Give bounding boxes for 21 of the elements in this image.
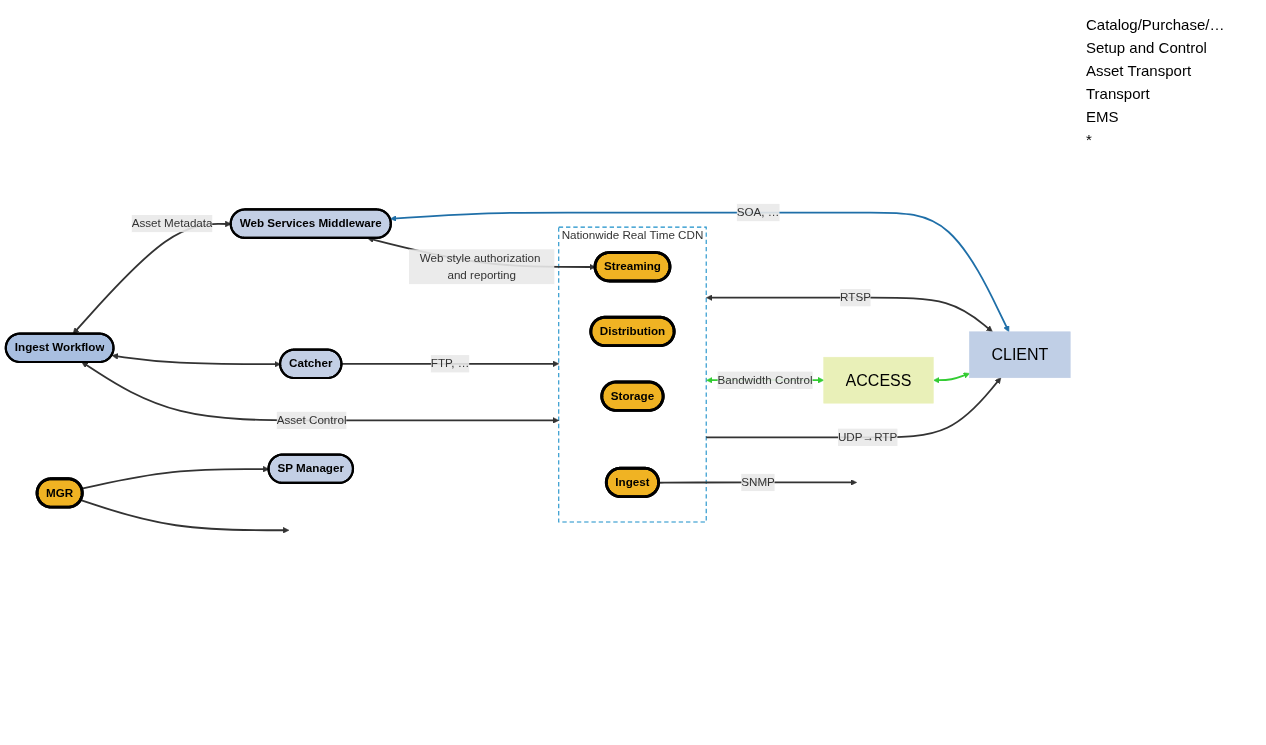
edge-label: Asset Metadata	[131, 217, 213, 230]
arrow	[706, 294, 993, 333]
note-label: EMS	[1086, 108, 1120, 125]
edge-label: SOA, …	[736, 206, 780, 219]
note-label: Transport	[1086, 85, 1151, 102]
arrow	[111, 353, 281, 368]
edge-label: FTP, …	[430, 357, 470, 370]
arrow	[933, 372, 970, 384]
edge-label: Web style authorization and reporting	[419, 251, 541, 282]
note-label: Asset Transport	[1086, 62, 1193, 79]
node-box: ACCESS	[823, 356, 934, 404]
edge-label: UDP→RTP	[837, 430, 898, 444]
node-box: CLIENT	[969, 331, 1071, 379]
arrow	[390, 211, 1010, 333]
note-label: Setup and Control	[1086, 39, 1208, 56]
edge-label: Bandwidth Control	[717, 373, 813, 387]
edge-label: Asset Control	[276, 413, 347, 427]
edge-label: RTSP	[840, 291, 871, 304]
edge-label: SNMP	[741, 475, 775, 489]
note-label: *	[1086, 131, 1093, 148]
note-label: Catalog/Purchase/…	[1086, 16, 1226, 33]
